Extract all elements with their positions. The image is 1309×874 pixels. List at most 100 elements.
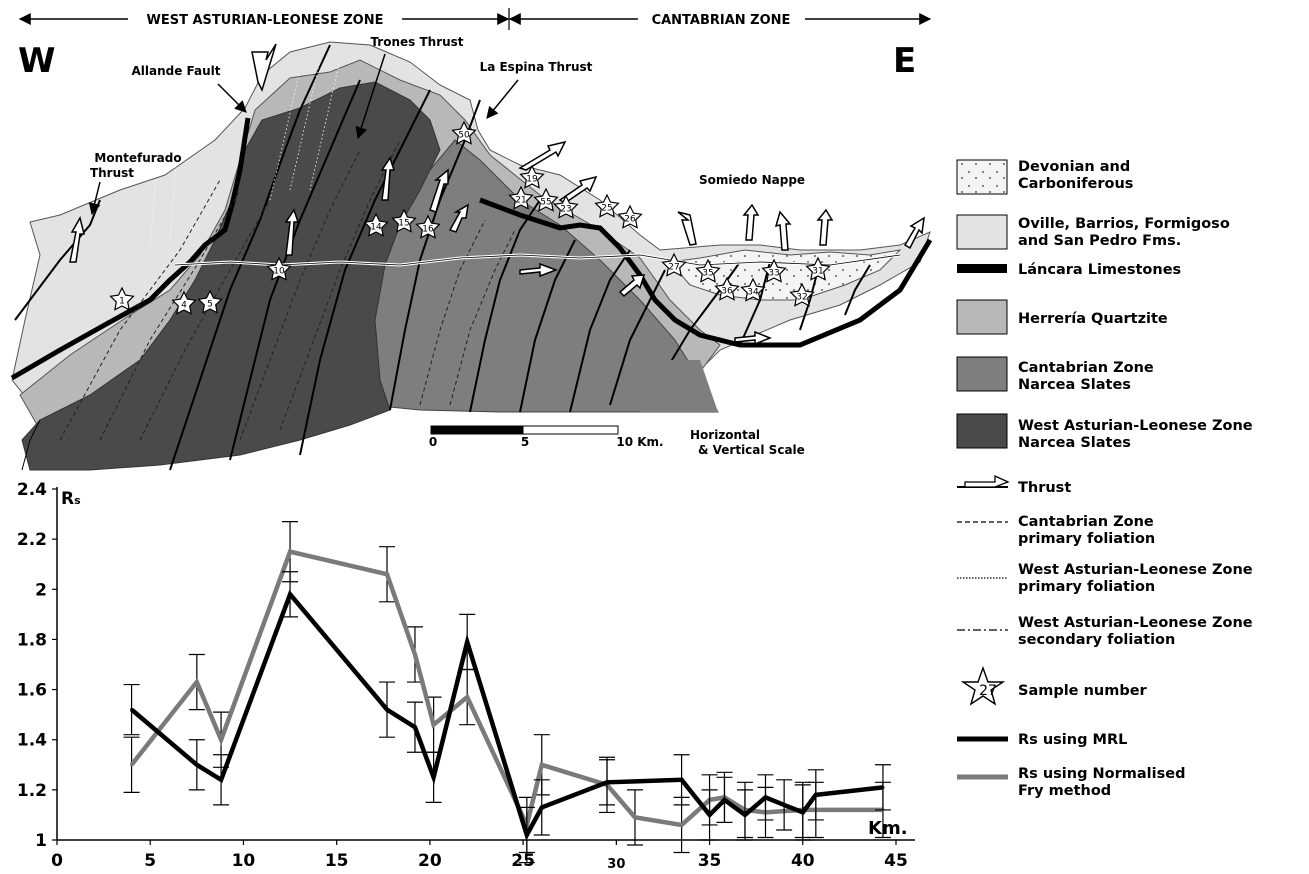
sample-star-icon: [740, 277, 766, 302]
sample-label: 33: [768, 269, 779, 279]
sample-label: 23: [560, 205, 571, 215]
data-point: [413, 725, 417, 729]
legend-cantabrian-narcea-l1: Cantabrian Zone: [1018, 360, 1154, 376]
series-line: [129, 549, 883, 832]
scale-tick-5: 5: [521, 435, 529, 449]
legend-wal-narcea-l2: Narcea Slates: [1018, 435, 1131, 451]
data-point: [680, 823, 684, 827]
sample-label: 21: [515, 196, 526, 206]
cross-section: [10, 41, 933, 471]
sample-marker: 27: [661, 252, 687, 277]
sample-star-icon: [553, 194, 579, 219]
sample-label: 19: [526, 175, 538, 185]
data-point: [540, 805, 544, 809]
y-tick-label: 1.6: [17, 681, 47, 701]
data-point: [130, 763, 134, 767]
sample-label: 15: [398, 219, 409, 229]
legend-oville-l1: Oville, Barrios, Formigoso: [1018, 216, 1230, 232]
x-tick-label: 15: [325, 851, 349, 871]
legend-herreria: Herrería Quartzite: [1018, 311, 1168, 327]
data-point: [782, 803, 786, 807]
scale-bar: 0 5 10 Km. Horizontal & Vertical Scale: [429, 425, 805, 457]
west-compass-label: W: [18, 41, 56, 81]
annotations: Montefurado Thrust Allande Fault Trones …: [88, 35, 805, 216]
sample-label: 16: [422, 225, 434, 235]
data-point: [801, 810, 805, 814]
sample-marker: 50: [451, 120, 477, 145]
x-tick-label: 45: [884, 851, 908, 871]
legend-devonian-l1: Devonian and: [1018, 159, 1130, 175]
data-point: [219, 738, 223, 742]
sample-star-icon: [761, 258, 787, 283]
sample-star-icon: [391, 208, 417, 233]
legend-wal-secondary-l1: West Asturian-Leonese Zone: [1018, 615, 1253, 631]
series-line: [130, 589, 884, 841]
x-tick-label: 20: [418, 851, 442, 871]
fine-foliation: [149, 59, 341, 251]
x-tick-label: 30: [607, 857, 625, 872]
scale-tick-10: 10 Km.: [616, 435, 663, 449]
legend-swatch-cantabrian-narcea: [956, 356, 1008, 392]
data-point: [605, 780, 609, 784]
data-point: [385, 572, 389, 576]
data-point: [385, 708, 389, 712]
sample-marker: 5: [197, 289, 223, 314]
data-point: [432, 775, 436, 779]
sample-star-icon: [533, 187, 559, 212]
data-point: [465, 695, 469, 699]
sample-marker: 10: [266, 256, 292, 281]
x-axis-label: Km.: [868, 818, 908, 839]
data-point: [525, 833, 529, 837]
data-point: [722, 798, 726, 802]
sample-label: 36: [721, 287, 733, 297]
sample-star-icon: [695, 258, 721, 283]
legend-wal-primary-l1: West Asturian-Leonese Zone: [1018, 562, 1253, 578]
sample-label: 10: [273, 267, 285, 277]
east-zone-label: CANTABRIAN ZONE: [652, 13, 791, 28]
data-point: [465, 640, 469, 644]
legend-swatch-lancara: [957, 264, 1007, 273]
data-point: [219, 778, 223, 782]
sample-label: 26: [624, 215, 636, 225]
y-tick-label: 1.8: [17, 630, 47, 650]
somiedo-label: Somiedo Nappe: [699, 173, 805, 187]
sample-label: 25: [601, 204, 612, 214]
legend-thrust: Thrust: [1018, 480, 1071, 496]
y-axis-label: Rs: [61, 489, 81, 509]
y-tick-label: 1.2: [17, 781, 47, 801]
sample-star-icon: [661, 252, 687, 277]
sample-star-icon: [617, 204, 643, 229]
legend-rs-mrl: Rs using MRL: [1018, 732, 1127, 748]
legend-swatch-sample: 27: [960, 665, 1006, 706]
sample-marker: 23: [553, 194, 579, 219]
sample-star-icon: [714, 276, 740, 301]
sample-label: 34: [747, 288, 759, 298]
montefurado-label-1: Montefurado: [94, 151, 181, 165]
legend-cz-foliation-l1: Cantabrian Zone: [1018, 514, 1154, 530]
y-tick-label: 2: [35, 580, 47, 600]
legend-swatch-oville: [956, 214, 1008, 250]
data-point: [680, 778, 684, 782]
legend: 27 Devonian and Carboniferous Oville, Ba…: [956, 159, 1253, 799]
data-point: [413, 652, 417, 656]
sample-star-icon: [363, 212, 389, 237]
sample-label: 31: [812, 267, 823, 277]
sample-marker: 36: [714, 276, 740, 301]
zone-header: WEST ASTURIAN-LEONESE ZONE CANTABRIAN ZO…: [18, 8, 932, 30]
sample-star-icon: [197, 289, 223, 314]
sample-star-icon: [415, 214, 441, 239]
data-point: [708, 813, 712, 817]
legend-wal-narcea-l1: West Asturian-Leonese Zone: [1018, 418, 1253, 434]
data-point: [130, 708, 134, 712]
sample-star-icon: [451, 120, 477, 145]
sample-marker: 4: [171, 290, 197, 315]
data-point: [540, 763, 544, 767]
la-espina-label: La Espina Thrust: [480, 60, 593, 74]
sample-marker: 26: [617, 204, 643, 229]
x-tick-label: 40: [791, 851, 815, 871]
sample-marker: 35: [695, 258, 721, 283]
legend-swatch-herreria: [956, 299, 1008, 335]
